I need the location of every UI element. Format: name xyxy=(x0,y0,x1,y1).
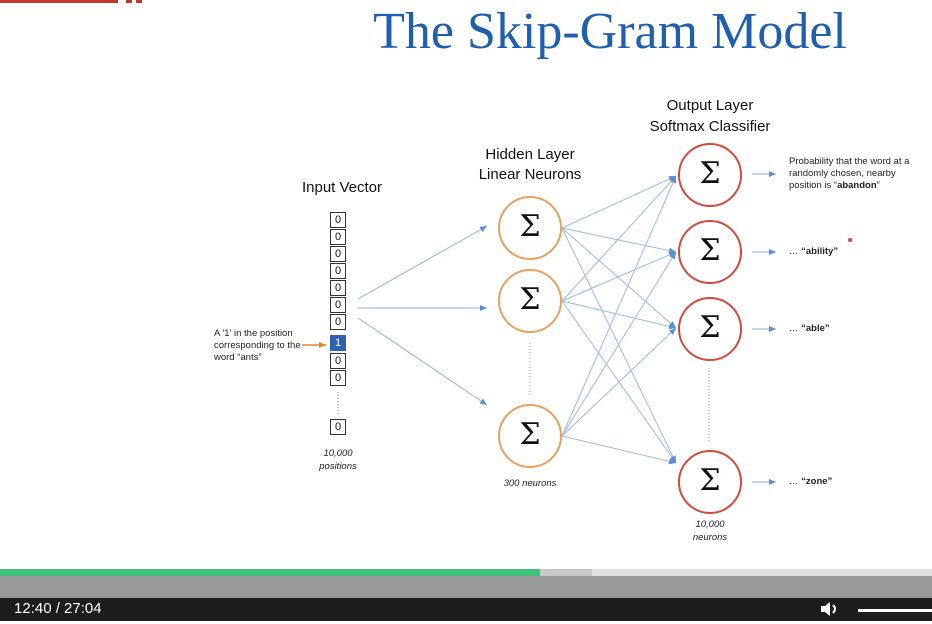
output-label-first: randomly chosen, nearby xyxy=(789,168,896,179)
input-to-hidden-edges xyxy=(357,225,488,406)
output-layer-subheader: Softmax Classifier xyxy=(649,118,771,135)
input-annotation-line: corresponding to the xyxy=(214,340,301,351)
input-caption: positions xyxy=(319,461,357,472)
input-cell: 0 xyxy=(330,280,346,296)
player-chrome xyxy=(0,576,932,598)
progress-played xyxy=(0,569,540,576)
input-caption: 10,000 xyxy=(323,448,353,459)
hidden-neuron: Σ xyxy=(498,404,562,468)
time-display: 12:40 / 27:04 xyxy=(14,600,102,617)
hidden-neuron: Σ xyxy=(498,269,562,333)
input-cell: 0 xyxy=(330,353,346,369)
volume-slider[interactable] xyxy=(858,609,932,612)
hidden-layer-header: Hidden Layer xyxy=(485,146,575,163)
output-label-fourth: … “zone” xyxy=(789,476,833,487)
output-label-third: … “able” xyxy=(789,323,830,334)
output-label-first: Probability that the word at a xyxy=(789,156,910,167)
slide: The Skip-Gram Model xyxy=(0,0,910,543)
input-annotation-line: word “ants” xyxy=(214,352,262,363)
output-label-first: position is “abandon” xyxy=(789,180,880,191)
output-neuron: Σ xyxy=(678,450,742,514)
hidden-layer-subheader: Linear Neurons xyxy=(478,166,582,183)
progress-buffered xyxy=(540,569,592,576)
input-cell: 0 xyxy=(330,263,346,279)
input-cell: 0 xyxy=(330,246,346,262)
hidden-caption: 300 neurons xyxy=(503,478,557,489)
input-cell-last: 0 xyxy=(330,419,346,435)
input-vector-header: Input Vector xyxy=(301,179,383,196)
output-neuron: Σ xyxy=(678,297,742,361)
input-annotation-line: A '1' in the position xyxy=(214,328,293,339)
hidden-to-output-edges xyxy=(561,175,677,465)
input-cell: 0 xyxy=(330,297,346,313)
network-connections xyxy=(302,171,852,485)
output-caption: neurons xyxy=(692,532,728,543)
input-cell: 0 xyxy=(330,314,346,330)
speaker-icon[interactable] xyxy=(818,599,842,619)
hidden-neuron: Σ xyxy=(498,196,562,260)
video-player-controls: 12:40 / 27:04 xyxy=(0,567,932,621)
output-neuron: Σ xyxy=(678,143,742,207)
control-bar: 12:40 / 27:04 xyxy=(0,598,932,621)
slide-accent-bar xyxy=(0,0,118,3)
slide-accent-mark xyxy=(126,0,132,3)
output-caption: 10,000 xyxy=(695,519,725,530)
input-cell: 0 xyxy=(330,370,346,386)
input-cell: 0 xyxy=(330,229,346,245)
slide-accent-mark xyxy=(136,0,142,3)
output-neuron: Σ xyxy=(678,220,742,284)
slide-title: The Skip-Gram Model xyxy=(373,3,847,60)
input-cell-active: 1 xyxy=(330,335,346,351)
output-label-arrows xyxy=(752,171,776,485)
cursor-mark xyxy=(848,238,852,242)
output-label-second: … “ability” xyxy=(789,246,839,257)
input-cell: 0 xyxy=(330,212,346,228)
output-layer-header: Output Layer xyxy=(666,97,754,114)
